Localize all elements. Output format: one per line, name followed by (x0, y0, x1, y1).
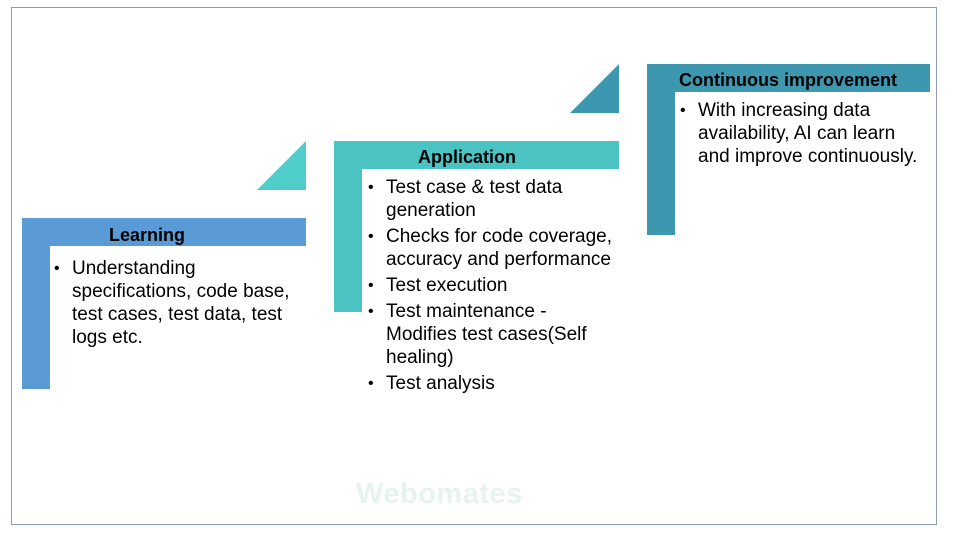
application-bullets: Test case & test data generation Checks … (366, 176, 622, 398)
continuous-bullets: With increasing data availability, AI ca… (678, 99, 918, 171)
learning-bullets: Understanding specifications, code base,… (52, 257, 292, 352)
bullet-item: Understanding specifications, code base,… (52, 257, 292, 349)
learning-top-bar (22, 218, 306, 246)
learning-side-bar (22, 218, 50, 389)
bullet-item: Test execution (366, 274, 622, 297)
application-title: Application (418, 147, 516, 167)
bullet-item: Test maintenance - Modifies test cases(S… (366, 300, 622, 369)
bullet-item: Checks for code coverage, accuracy and p… (366, 225, 622, 271)
continuous-side-bar (647, 64, 675, 235)
bullet-item: With increasing data availability, AI ca… (678, 99, 918, 168)
application-side-bar (334, 141, 362, 312)
bullet-item: Test case & test data generation (366, 176, 622, 222)
continuous-title: Continuous improvement (679, 70, 898, 90)
slide-frame (11, 7, 937, 525)
learning-title: Learning (109, 225, 186, 245)
continuous-top-bar (647, 64, 930, 92)
step-arrow-2 (570, 64, 619, 113)
step-arrow-1 (257, 141, 306, 190)
application-top-bar (334, 141, 619, 169)
watermark-logo: Webomates (356, 478, 523, 510)
bullet-item: Test analysis (366, 372, 622, 395)
